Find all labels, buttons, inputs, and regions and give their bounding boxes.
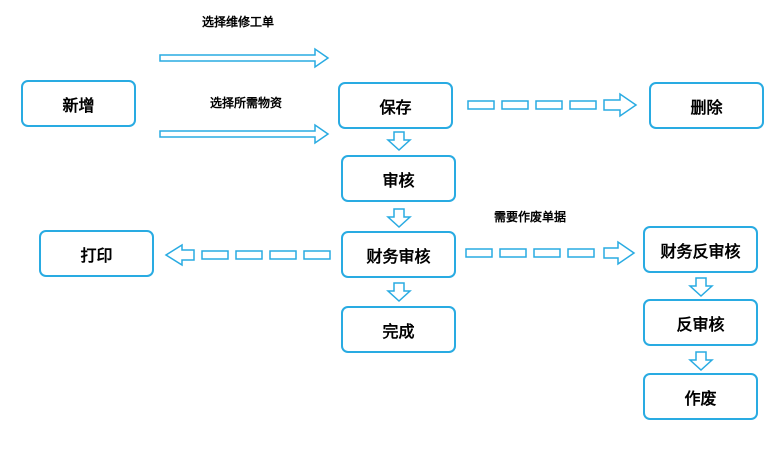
dash-finance-print-2 — [235, 250, 263, 260]
arrow-select-work-order — [159, 47, 330, 69]
dash-save-delete-4 — [569, 100, 597, 110]
dash-finance-reverse-4 — [567, 248, 595, 258]
dash-finance-reverse-3 — [533, 248, 561, 258]
arrow-reverse-void — [688, 351, 714, 372]
arrow-finance-done — [386, 282, 412, 303]
node-audit[interactable]: 审核 — [341, 155, 456, 202]
arrow-audit-finance — [386, 208, 412, 229]
node-reverse-audit[interactable]: 反审核 — [643, 299, 758, 346]
head-save-delete — [603, 92, 638, 118]
dash-finance-print-4 — [303, 250, 331, 260]
dash-finance-reverse-2 — [499, 248, 527, 258]
node-void[interactable]: 作废 — [643, 373, 758, 420]
arrow-save-audit — [386, 131, 412, 152]
node-delete[interactable]: 删除 — [649, 82, 764, 129]
dash-save-delete-2 — [501, 100, 529, 110]
dash-save-delete-1 — [467, 100, 495, 110]
node-print[interactable]: 打印 — [39, 230, 154, 277]
head-finance-reverse — [603, 240, 636, 266]
label-select-work-order: 选择维修工单 — [202, 15, 275, 29]
dash-finance-print-1 — [201, 250, 229, 260]
dash-finance-print-3 — [269, 250, 297, 260]
dash-save-delete-3 — [535, 100, 563, 110]
node-finance-audit[interactable]: 财务审核 — [341, 231, 456, 278]
node-complete[interactable]: 完成 — [341, 306, 456, 353]
node-finance-reverse-audit[interactable]: 财务反审核 — [643, 226, 758, 273]
arrow-reverse-finance-reverse — [688, 277, 714, 298]
label-select-materials: 选择所需物资 — [210, 96, 283, 110]
arrow-select-materials — [159, 123, 330, 145]
label-void-document: 需要作废单据 — [494, 210, 567, 224]
head-finance-print — [164, 243, 195, 267]
node-add[interactable]: 新增 — [21, 80, 136, 127]
node-save[interactable]: 保存 — [338, 82, 453, 129]
dash-finance-reverse-1 — [465, 248, 493, 258]
